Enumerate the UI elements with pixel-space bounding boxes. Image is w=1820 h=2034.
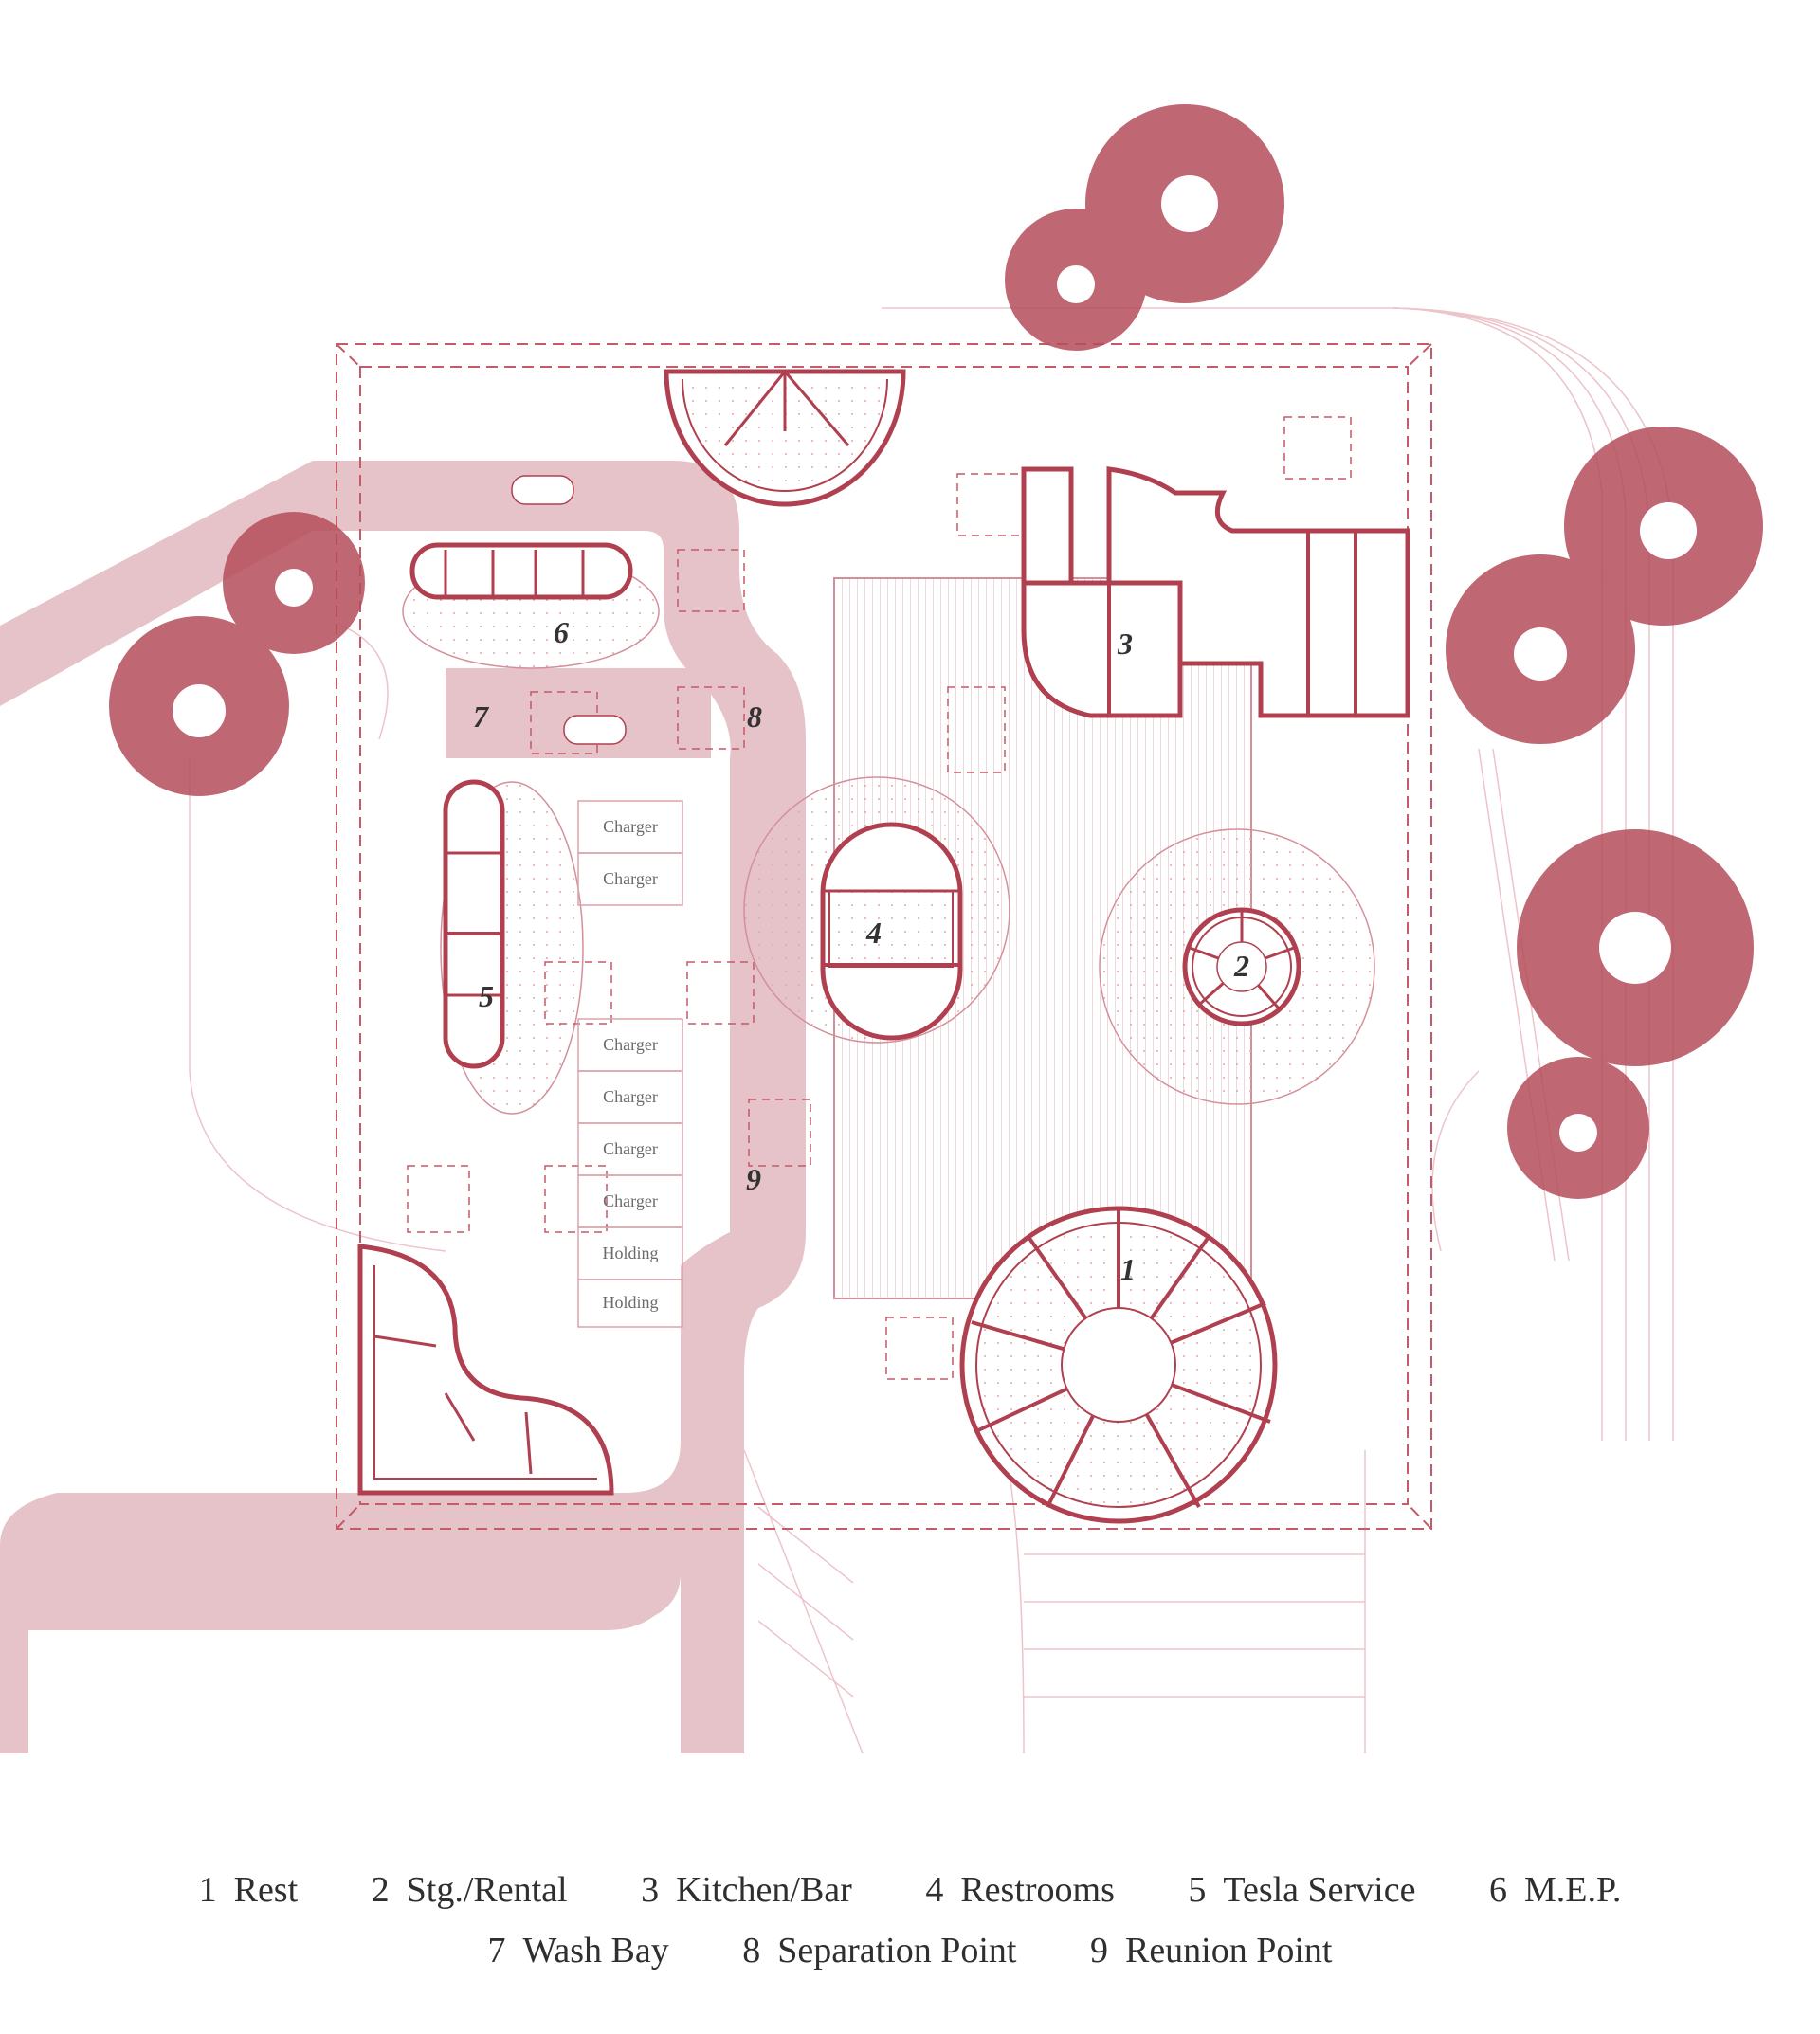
- tree-hollows: [173, 175, 1697, 1152]
- stall-label: Charger: [603, 1191, 658, 1210]
- canopy-outline: [336, 343, 1432, 1530]
- building-storage: [1182, 907, 1301, 1026]
- building-tesla-service: [443, 779, 505, 1069]
- pavilion-north: [664, 369, 906, 507]
- stall-label: Charger: [603, 817, 658, 836]
- building-rest: [959, 1206, 1278, 1524]
- access-road: [0, 461, 806, 1753]
- space-tags: 1 2 3 4 5 6 7 8 9: [473, 615, 1249, 1286]
- car-icons: [511, 475, 627, 745]
- tag-reunion: 9: [746, 1162, 761, 1196]
- site-context-lines: [189, 307, 1674, 1754]
- stall-label: Charger: [603, 1035, 658, 1054]
- parking-stalls: [577, 800, 683, 1328]
- tag-kitchen: 3: [1117, 627, 1133, 661]
- tag-storage: 2: [1233, 949, 1249, 983]
- tag-rest: 1: [1120, 1252, 1136, 1286]
- parking-labels: Charger Charger Charger Charger Charger …: [602, 817, 658, 1312]
- tag-separation: 8: [747, 699, 762, 734]
- stall-label: Charger: [603, 1087, 658, 1106]
- tag-wash: 7: [473, 699, 490, 734]
- building-kitchen: [1021, 466, 1410, 718]
- stall-label: Charger: [603, 1139, 658, 1158]
- site-floor-plan: Charger Charger Charger Charger Charger …: [0, 104, 1763, 1754]
- pavilion-southwest: [357, 1244, 614, 1496]
- building-mep: [410, 542, 633, 600]
- tag-restrooms: 4: [865, 916, 882, 950]
- tag-tesla: 5: [479, 979, 494, 1013]
- stall-label: Charger: [603, 869, 658, 888]
- building-restrooms: [820, 822, 963, 1041]
- tag-mep: 6: [554, 615, 569, 649]
- stall-label: Holding: [602, 1293, 658, 1312]
- stall-label: Holding: [602, 1244, 658, 1262]
